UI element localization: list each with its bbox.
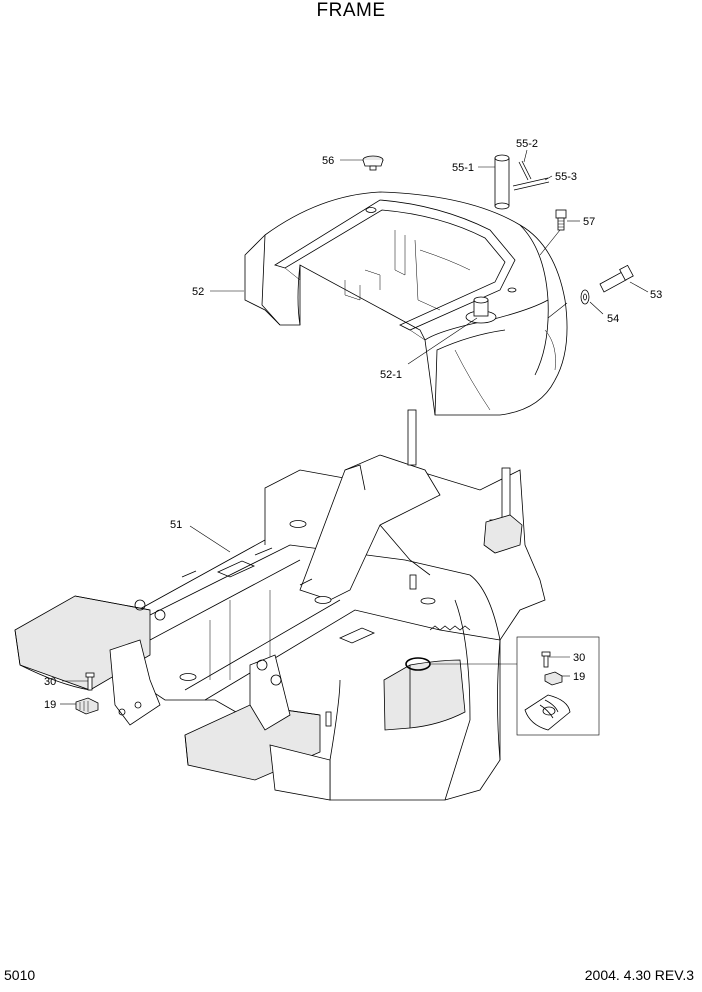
callout-30-detail: 30 — [573, 652, 585, 664]
revision-date: 2004. 4.30 REV.3 — [584, 967, 694, 983]
page-title: FRAME — [316, 0, 386, 21]
callout-57: 57 — [583, 216, 595, 228]
part-30-bolt-left — [85, 672, 95, 691]
callout-51: 51 — [170, 519, 182, 531]
part-55-1-pin — [494, 154, 510, 210]
part-55-2-clip — [518, 160, 532, 181]
part-52-counterweight — [244, 191, 568, 416]
page-number: 5010 — [4, 967, 36, 983]
callout-19-left: 19 — [44, 699, 56, 711]
callout-52: 52 — [192, 286, 204, 298]
part-19-block-left — [75, 697, 99, 715]
part-53-bolt — [599, 264, 634, 293]
callout-55-3: 55-3 — [555, 171, 577, 183]
callout-55-1: 55-1 — [452, 162, 474, 174]
callout-56: 56 — [322, 155, 334, 167]
callout-19-detail: 19 — [573, 671, 585, 683]
callout-55-2: 55-2 — [516, 138, 538, 150]
part-54-washer — [580, 289, 590, 305]
part-51-main-frame — [14, 409, 546, 801]
callout-52-1: 52-1 — [380, 369, 402, 381]
part-56-plug — [362, 155, 384, 171]
part-55-3-pin — [512, 177, 550, 191]
part-57-fitting — [555, 209, 567, 231]
leader-lines — [60, 149, 649, 705]
callout-53: 53 — [650, 289, 662, 301]
callout-54: 54 — [607, 313, 619, 325]
callout-30-left: 30 — [44, 676, 56, 688]
detail-box — [470, 636, 600, 736]
